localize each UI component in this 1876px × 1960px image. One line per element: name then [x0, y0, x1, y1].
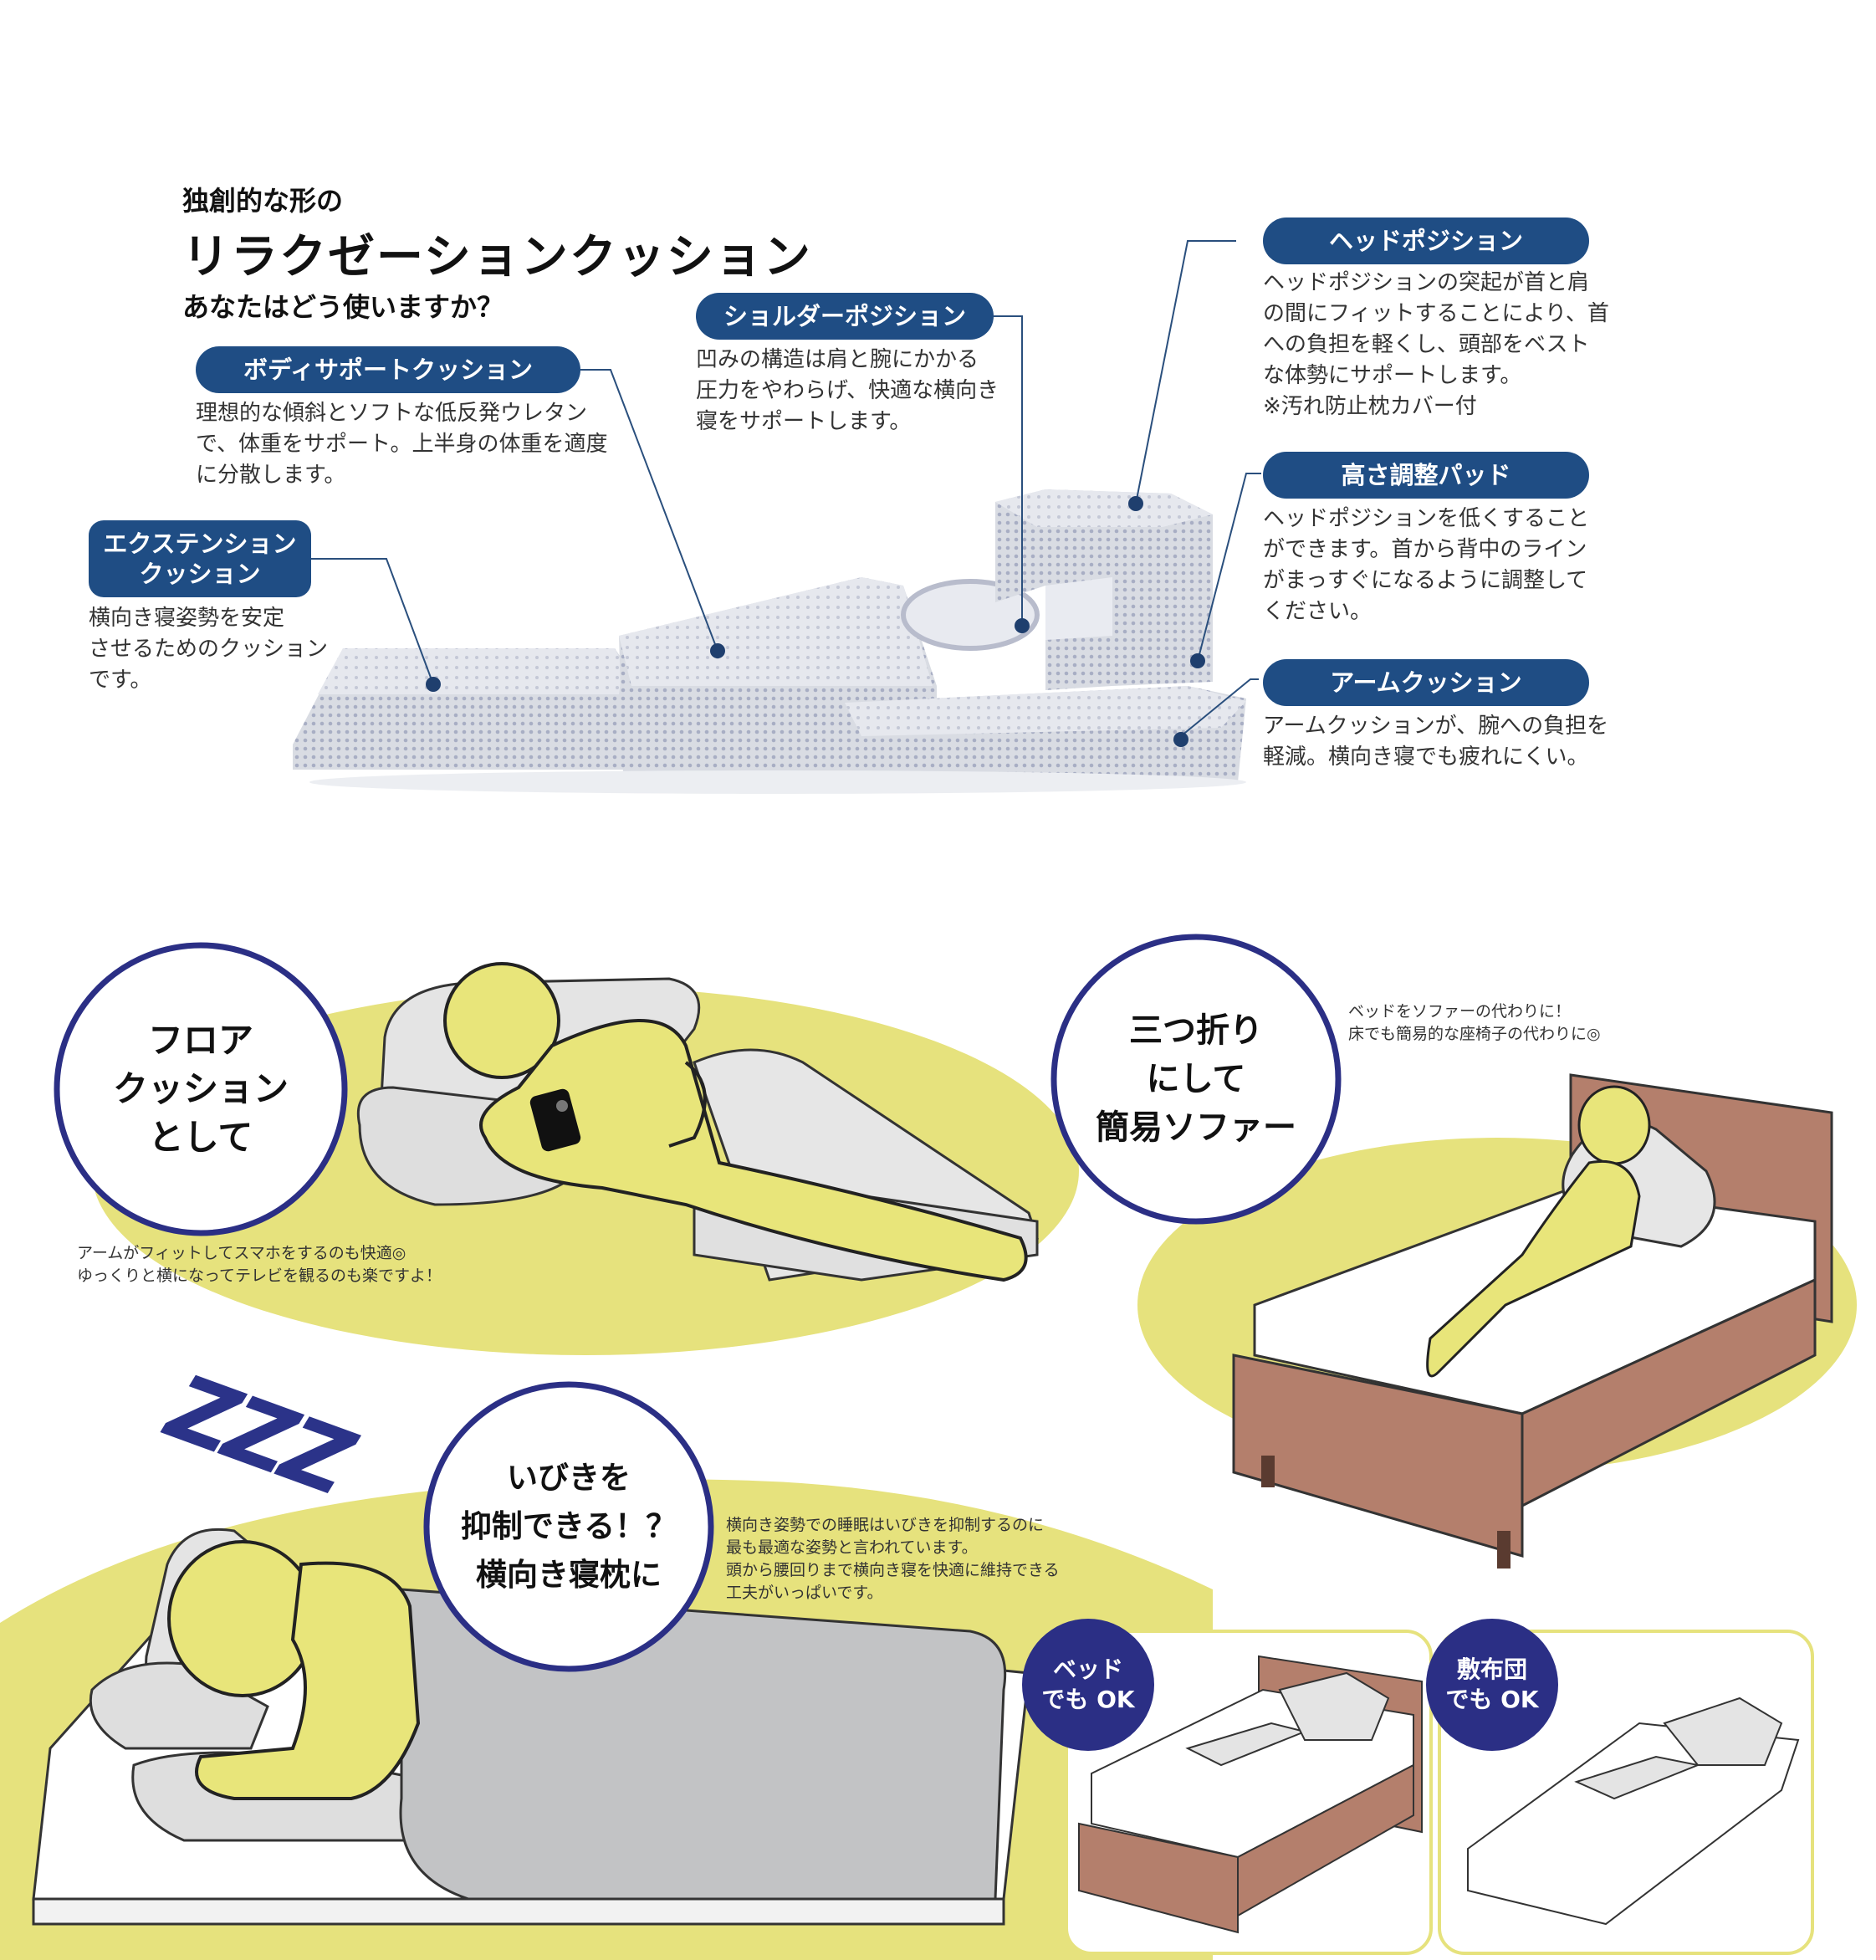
sofa-note: ベッドをソファーの代わりに！ 床でも簡易的な座椅子の代わりに◎: [1348, 1002, 1601, 1043]
feature-label-head-position: ヘッドポジション: [1263, 217, 1589, 264]
feature-label-arm-cushion: アームクッション: [1263, 659, 1589, 706]
feature-desc-height-pad: ヘッドポジションを低くすること ができます。首から背中のライン がまっすぐになる…: [1263, 506, 1590, 624]
feature-label-height-pad: 高さ調整パッド: [1263, 452, 1589, 499]
bed-ok-panel: [1065, 1630, 1433, 1955]
feature-leader-dots: [426, 496, 1205, 747]
futon-ok-badge: 敷布団 でも OK: [1426, 1619, 1558, 1751]
sofa-circle-label: 三つ折り にして 簡易ソファー: [1096, 1011, 1296, 1147]
snore-note: 横向き姿勢での睡眠はいびきを抑制するのに 最も最適な姿勢と言われています。 頭か…: [726, 1516, 1060, 1602]
feature-label-shoulder-position: ショルダーポジション: [696, 293, 994, 340]
bed-ok-badge: ベッド でも OK: [1022, 1619, 1154, 1751]
header-line1: 独創的な形の: [182, 185, 344, 217]
feature-desc-body-support: 理想的な傾斜とソフトな低反発ウレタン で、体重をサポート。上半身の体重を適度 に…: [196, 401, 608, 488]
floor-cushion-circle-label: フロア クッション として: [112, 1020, 289, 1158]
feature-leader-lines: [311, 240, 1261, 737]
feature-desc-head-position: ヘッドポジションの突起が首と肩 の間にフィットすることにより、首 への負担を軽く…: [1263, 270, 1609, 419]
header-line3: あなたはどう使いますか？: [182, 291, 504, 323]
feature-desc-extension: 横向き寝姿勢を安定 させるためのクッション です。: [89, 606, 329, 693]
feature-desc-shoulder-position: 凹みの構造は肩と腕にかかる 圧力をやわらげ、快適な横向き 寝をサポートします。: [696, 347, 999, 434]
product-cushion-photo: [293, 489, 1246, 794]
feature-label-body-support: ボディサポートクッション: [196, 346, 580, 393]
header-line2: リラクゼーションクッション: [182, 230, 812, 284]
scene-label-circles: [54, 934, 1342, 1672]
feature-desc-arm-cushion: アームクッションが、腕への負担を 軽減。横向き寝でも疲れにくい。: [1263, 714, 1609, 770]
feature-label-extension: エクステンション クッション: [89, 520, 311, 597]
floor-cushion-note: アームがフィットしてスマホをするのも快適◎ ゆっくりと横になってテレビを観るのも…: [77, 1244, 442, 1285]
snore-circle-label: いびきを 抑制できる！？ 横向き寝枕に: [460, 1460, 677, 1593]
sofa-bed-scene-illustration: [1137, 1073, 1857, 1569]
